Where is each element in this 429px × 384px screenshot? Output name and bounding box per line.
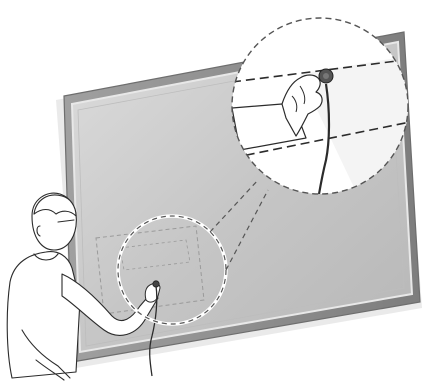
person-torso xyxy=(7,252,80,378)
